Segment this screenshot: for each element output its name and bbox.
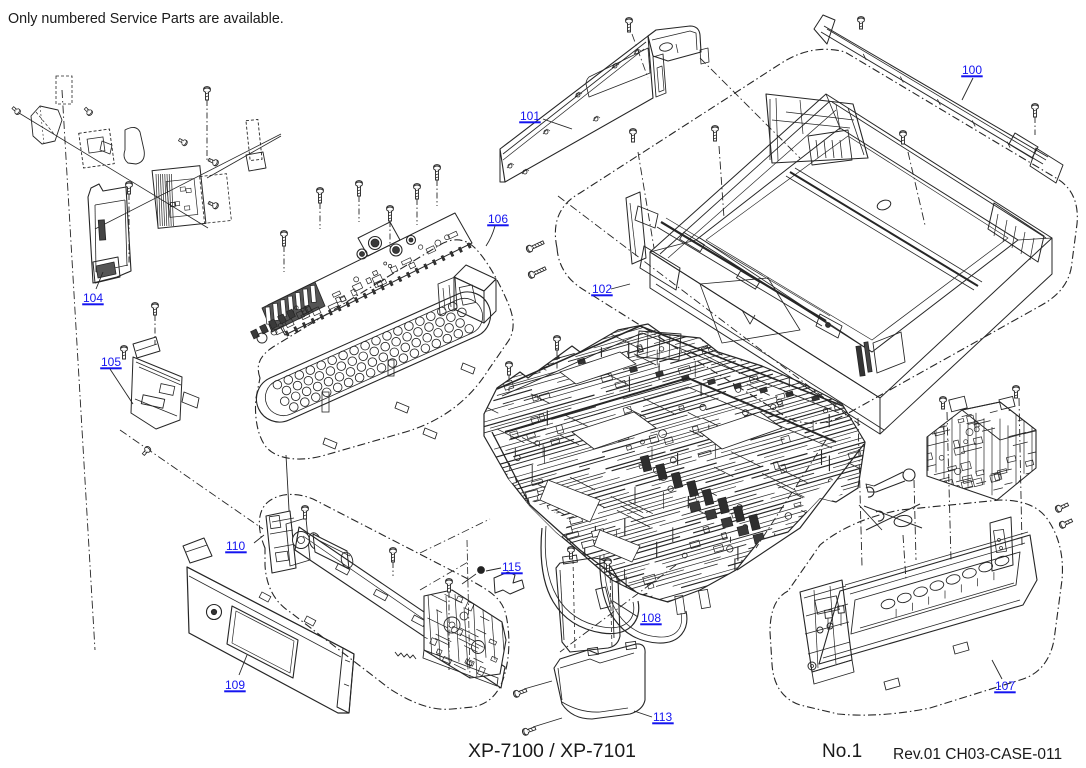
svg-text:105: 105 — [101, 355, 121, 369]
svg-text:108: 108 — [641, 611, 661, 625]
svg-text:XP-7100 / XP-7101: XP-7100 / XP-7101 — [468, 740, 636, 762]
svg-text:113: 113 — [653, 710, 672, 724]
svg-text:Rev.01 CH03-CASE-011: Rev.01 CH03-CASE-011 — [893, 746, 1062, 763]
svg-text:102: 102 — [592, 282, 612, 296]
svg-text:115: 115 — [502, 560, 521, 574]
svg-text:109: 109 — [225, 678, 245, 692]
svg-text:No.1: No.1 — [822, 741, 862, 762]
svg-text:104: 104 — [83, 291, 103, 305]
svg-text:Only numbered Service Parts ar: Only numbered Service Parts are availabl… — [8, 11, 284, 27]
svg-text:106: 106 — [488, 212, 508, 226]
svg-text:100: 100 — [962, 63, 982, 77]
svg-text:101: 101 — [520, 109, 540, 123]
svg-text:110: 110 — [226, 539, 245, 553]
svg-text:107: 107 — [995, 679, 1015, 693]
